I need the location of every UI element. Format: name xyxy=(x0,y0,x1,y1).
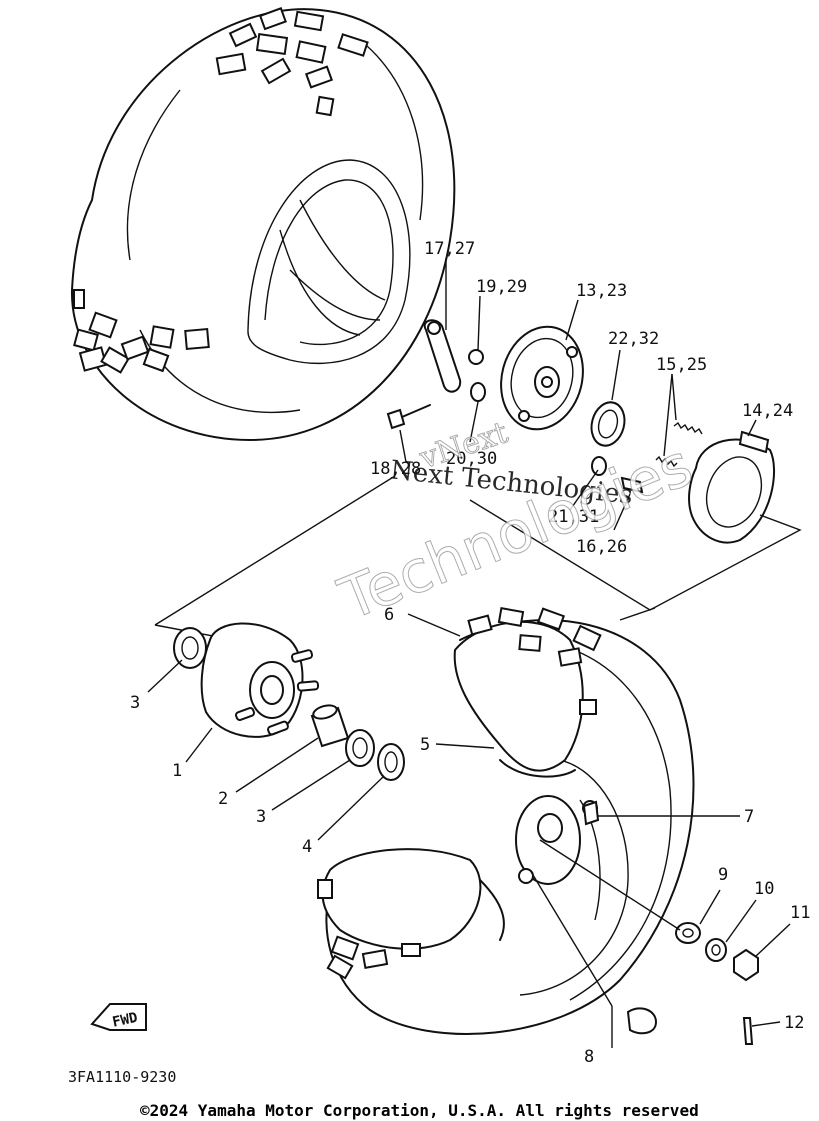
washer-20[interactable] xyxy=(470,382,486,402)
callout-8: 8 xyxy=(584,1047,594,1067)
brake-bolt[interactable] xyxy=(386,408,406,430)
callout-3-left: 3 xyxy=(130,693,140,713)
brake-assembly xyxy=(386,317,776,544)
copyright-notice: ©2024 Yamaha Motor Corporation, U.S.A. A… xyxy=(140,1101,699,1120)
nut-19[interactable] xyxy=(468,349,484,365)
callout-16-26: 16,26 xyxy=(576,537,627,557)
bearing-right[interactable] xyxy=(345,729,375,767)
callout-1: 1 xyxy=(172,761,182,781)
callout-20-30: 20,30 xyxy=(446,449,497,469)
o-ring[interactable] xyxy=(591,456,607,476)
callout-12: 12 xyxy=(784,1013,804,1033)
callout-19-29: 19,29 xyxy=(476,277,527,297)
wheel-hub[interactable] xyxy=(200,622,320,738)
callout-6: 6 xyxy=(384,605,394,625)
tire[interactable] xyxy=(453,620,584,772)
hardware xyxy=(582,800,759,1045)
callout-4: 4 xyxy=(302,837,312,857)
cotter-pin-12[interactable] xyxy=(742,1017,754,1045)
callout-10: 10 xyxy=(754,879,774,899)
fwd-arrow: FWD xyxy=(90,1003,147,1031)
anchor-pin[interactable] xyxy=(620,476,644,494)
oil-seal-hub[interactable] xyxy=(377,743,405,781)
return-spring[interactable] xyxy=(673,421,703,435)
callout-11: 11 xyxy=(790,903,810,923)
callout-3-right: 3 xyxy=(256,807,266,827)
valve-7[interactable] xyxy=(582,800,600,826)
callout-2: 2 xyxy=(218,789,228,809)
bearing-left[interactable] xyxy=(173,627,207,669)
callout-5: 5 xyxy=(420,735,430,755)
upper-tire xyxy=(70,7,456,441)
callout-18-28: 18,28 xyxy=(370,459,421,479)
callout-labels: 17,27 19,29 13,23 22,32 15,25 14,24 18,2… xyxy=(130,239,810,1067)
callout-7: 7 xyxy=(744,807,754,827)
brake-shoe-plate[interactable] xyxy=(490,317,594,438)
callout-21-31: 21,31 xyxy=(548,507,599,527)
callout-14-24: 14,24 xyxy=(742,401,793,421)
washer-10[interactable] xyxy=(705,938,727,962)
callout-17-27: 17,27 xyxy=(424,239,475,259)
brake-shoes[interactable] xyxy=(688,430,776,544)
brake-cam-lever[interactable] xyxy=(423,319,462,393)
oil-seal[interactable] xyxy=(587,399,629,450)
lower-wheel-tire xyxy=(317,607,695,1035)
cap-8[interactable] xyxy=(626,1007,658,1035)
callout-13-23: 13,23 xyxy=(576,281,627,301)
castle-nut-11[interactable] xyxy=(733,948,759,982)
diagram-code: 3FA1110-9230 xyxy=(68,1068,177,1086)
callout-15-25: 15,25 xyxy=(656,355,707,375)
leader-lines xyxy=(147,258,791,1048)
fwd-label: FWD xyxy=(111,1010,139,1031)
callout-22-32: 22,32 xyxy=(608,329,659,349)
wheel-hub-assembly xyxy=(173,622,405,781)
callout-9: 9 xyxy=(718,865,728,885)
washer-9[interactable] xyxy=(675,922,701,944)
wheel-rim[interactable] xyxy=(499,759,576,778)
watermark: vNext Next Technologies Technologies xyxy=(329,415,702,634)
